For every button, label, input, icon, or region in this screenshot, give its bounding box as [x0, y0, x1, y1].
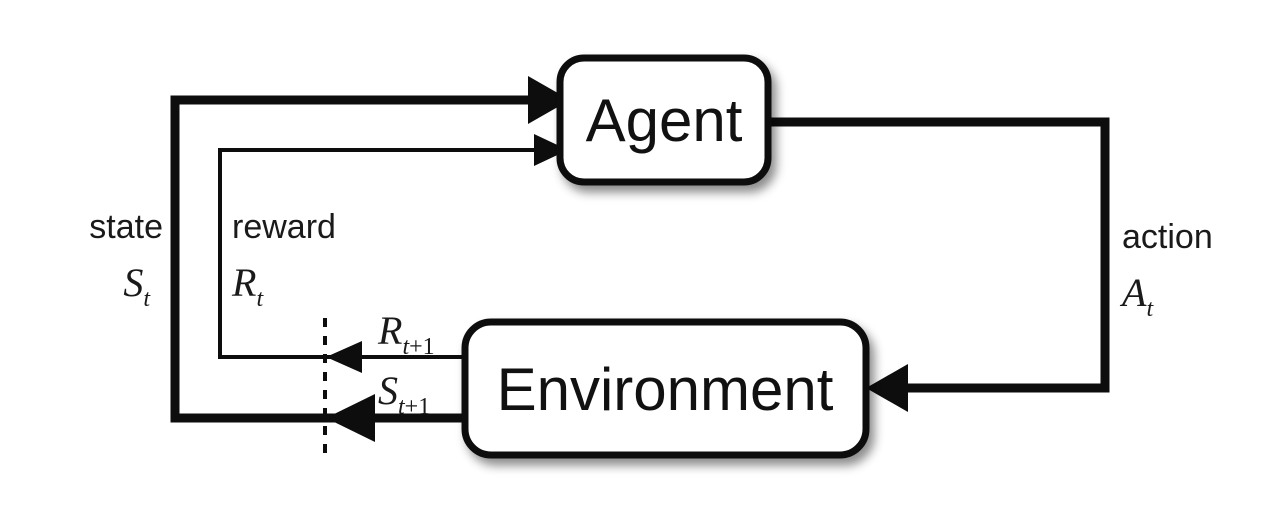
state-next-edge-label: St+1 — [378, 368, 430, 420]
reward-next-symbol-subscript: t — [402, 334, 410, 360]
reward-label-word: reward — [232, 208, 336, 246]
action-symbol-subscript: t — [1146, 296, 1154, 322]
reward-symbol: R — [231, 260, 256, 305]
state-next-edge — [326, 394, 465, 442]
agent-box[interactable] — [556, 54, 772, 186]
state-next-symbol-subscript: t — [398, 394, 406, 420]
reward-edge-arrowhead — [534, 134, 568, 166]
action-symbol: A — [1119, 270, 1147, 315]
state-edge-line — [170, 95, 528, 423]
action-edge-label: action At — [1119, 218, 1213, 322]
action-label-word: action — [1122, 218, 1213, 256]
state-symbol: S — [123, 260, 143, 305]
state-next-symbol-offset: +1 — [405, 394, 431, 420]
state-symbol-subscript: t — [143, 286, 151, 312]
node-environment[interactable]: Environment — [461, 318, 870, 459]
state-edge — [170, 76, 570, 423]
action-edge — [768, 117, 1110, 412]
state-label-word: state — [89, 208, 163, 246]
reward-next-edge — [326, 341, 465, 373]
reward-next-edge-arrowhead — [326, 341, 362, 373]
action-edge-arrowhead — [866, 364, 908, 412]
reward-symbol-subscript: t — [256, 286, 264, 312]
agent-label: Agent — [586, 87, 743, 154]
reward-next-symbol-offset: +1 — [409, 334, 435, 360]
action-edge-line — [768, 117, 1110, 393]
environment-label: Environment — [497, 356, 834, 423]
state-edge-arrowhead — [528, 76, 570, 124]
reward-label-math: Rt — [231, 260, 264, 312]
node-agent[interactable]: Agent — [556, 54, 772, 186]
state-edge-label: state St — [89, 208, 163, 312]
reward-edge-label: reward Rt — [231, 208, 336, 312]
environment-box[interactable] — [461, 318, 870, 459]
state-next-label-math: St+1 — [378, 368, 430, 420]
action-label-math: At — [1119, 270, 1154, 322]
state-label-math: St — [123, 260, 151, 312]
state-next-symbol: S — [378, 368, 398, 413]
reward-next-label-math: Rt+1 — [377, 308, 435, 360]
reward-next-symbol: R — [377, 308, 402, 353]
reward-next-edge-label: Rt+1 — [377, 308, 435, 360]
state-next-edge-arrowhead — [326, 394, 375, 442]
